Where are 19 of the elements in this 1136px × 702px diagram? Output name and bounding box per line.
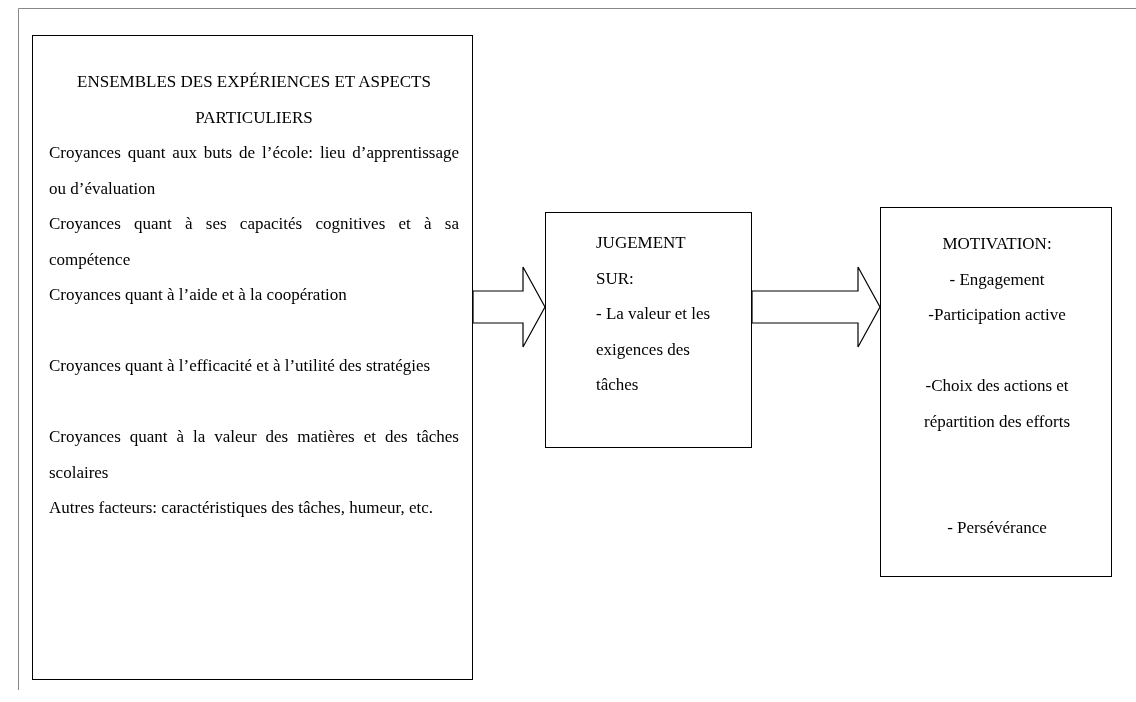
body-text: Croyances quant à l’aide et à la coopération	[49, 284, 348, 306]
body-text: Croyances quant aux buts de l’école: lieu d’apprentissage ou d’évaluation	[49, 142, 459, 200]
box-heading: JUGEMENT SUR:	[596, 232, 687, 290]
block-arrow	[472, 266, 546, 348]
box-heading: ENSEMBLES DES EXPÉRIENCES ET ASPECTS PARTICULIERS	[76, 71, 432, 129]
body-text: Croyances quant à ses capacités cognitives et à sa compétence	[49, 213, 459, 271]
text-box	[545, 212, 752, 448]
list-item: -Participation active	[927, 304, 1067, 326]
list-item: - Persévérance	[946, 517, 1048, 539]
body-text: Croyances quant à la valeur des matières et des tâches scolaires	[49, 426, 459, 484]
text-box	[880, 207, 1112, 577]
block-arrow	[751, 266, 881, 348]
body-text: Croyances quant à l’efficacité et à l’utilité des stratégies	[49, 355, 432, 377]
body-text: - La valeur et les exigences des tâches	[596, 303, 712, 396]
body-text: Autres facteurs: caractéristiques des tâches, humeur, etc.	[49, 497, 434, 519]
list-item: -Choix des actions et répartition des efforts	[923, 375, 1071, 433]
text-box	[32, 35, 473, 680]
box-heading: MOTIVATION:	[941, 233, 1053, 255]
list-item: - Engagement	[948, 268, 1046, 291]
